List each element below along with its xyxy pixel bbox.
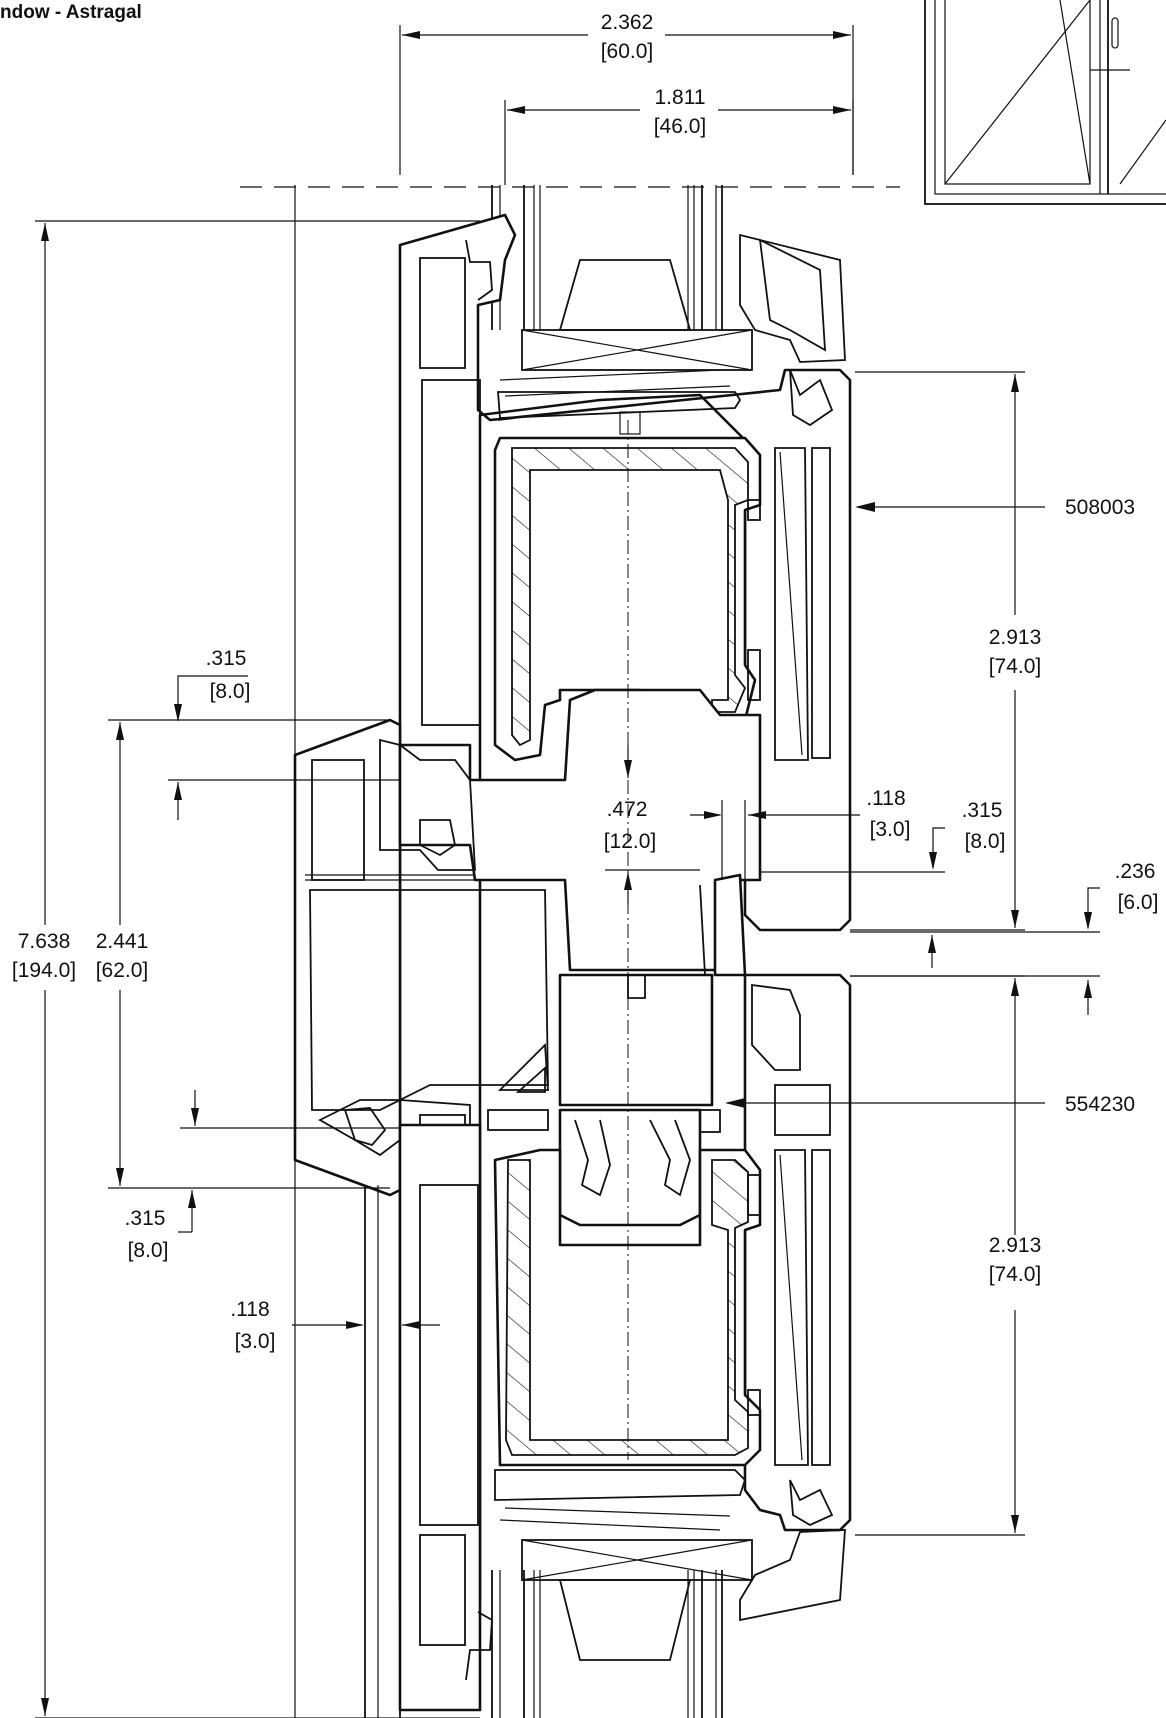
dim-center-small-value: .118 [866,787,905,810]
dim-lower-sash: 2.913 [74.0] [850,975,1042,1536]
dim-center-gap: .472 [12.0] [604,745,700,905]
dim-upper-sash-metric: [74.0] [989,655,1042,678]
dim-center-gap-value: .472 [607,798,648,821]
lower-sash-profile [398,973,852,1712]
dim-left-small-metric: [3.0] [235,1330,276,1353]
upper-glazing [491,185,753,371]
dim-lower-sash-value: 2.913 [989,1234,1042,1257]
dim-upper-sash-value: 2.913 [989,626,1042,649]
dim-top-inner-metric: [46.0] [654,115,707,138]
dim-overall-height-metric: [194.0] [12,959,76,982]
dim-right-offset-metric: [8.0] [965,830,1006,853]
dim-top-overall: 2.362 [60.0] [399,11,854,175]
dim-left-small: .118 [3.0] [230,1298,440,1353]
callout-sash-profile: 508003 [855,496,1135,519]
dim-top-inner-value: 1.811 [655,86,706,109]
dim-left-offset-top-metric: [8.0] [210,680,251,703]
dim-astragal-height-metric: [62.0] [96,959,149,982]
dim-center-small-metric: [3.0] [870,818,911,841]
dim-top-overall-value: 2.362 [601,11,654,34]
dim-top-inner: 1.811 [46.0] [504,86,854,185]
callout-astragal-profile: 554230 [725,1093,1135,1116]
dim-right-gap-value: .236 [1115,860,1156,883]
dim-upper-sash: 2.913 [74.0] [850,371,1042,931]
center-lines [240,186,900,1460]
dim-overall-height: 7.638 [194.0] [12,220,480,1718]
window-elevation-icon [924,0,1166,205]
astragal-profile [293,688,762,1227]
drawing-title: ndow - Astragal [0,2,142,23]
lower-reinforcement [493,1148,762,1467]
dim-top-overall-metric: [60.0] [601,40,654,63]
dim-left-offset-bottom: .315 [8.0] [125,1090,400,1262]
part-number-astragal: 554230 [1065,1093,1135,1116]
dim-left-offset-bottom-value: .315 [125,1207,166,1230]
dim-overall-height-value: 7.638 [18,930,71,953]
dim-left-offset-bottom-metric: [8.0] [128,1239,169,1262]
dim-lower-sash-metric: [74.0] [989,1263,1042,1286]
dim-center-small: .118 [3.0] [690,787,910,880]
dim-center-gap-metric: [12.0] [604,830,657,853]
dim-right-offset-value: .315 [962,799,1003,822]
left-frame-lines [294,185,401,1718]
dim-right-gap: .236 [6.0] [850,860,1158,1015]
dim-right-gap-metric: [6.0] [1118,891,1159,914]
dim-left-offset-top-value: .315 [206,647,247,670]
dim-left-small-value: .118 [230,1298,269,1321]
dim-astragal-height-value: 2.441 [96,930,149,953]
dim-astragal-height: 2.441 [62.0] [96,719,390,1189]
dim-right-offset: .315 [8.0] [760,799,1006,873]
dim-left-offset-top: .315 [8.0] [168,647,400,820]
part-number-sash: 508003 [1065,496,1135,519]
lower-glazing [491,1539,753,1718]
